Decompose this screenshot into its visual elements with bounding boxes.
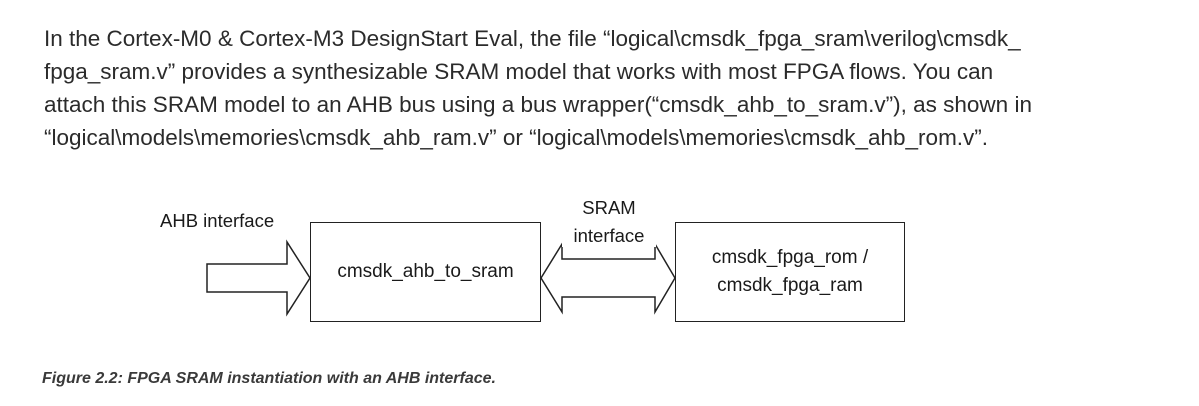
ahb-to-sram-box [310,222,541,322]
paragraph-line-4: “logical\models\memories\cmsdk_ahb_ram.v… [44,125,989,150]
fpga-ram-label: cmsdk_fpga_ram [717,275,863,296]
paragraph-line-3: attach this SRAM model to an AHB bus usi… [44,92,1032,117]
ahb-to-sram-label: cmsdk_ahb_to_sram [337,261,514,282]
intro-paragraph: In the Cortex-M0 & Cortex-M3 DesignStart… [44,22,1164,154]
figure-caption: Figure 2.2: FPGA SRAM instantiation with… [42,370,496,387]
sram-interface-double-arrow [540,241,676,315]
paragraph-line-1: In the Cortex-M0 & Cortex-M3 DesignStart… [44,26,1021,51]
interface-label: interface [562,225,656,247]
ahb-interface-label: AHB interface [160,210,275,231]
ahb-input-arrow [206,239,311,317]
fpga-memory-box [675,222,905,322]
paragraph-line-2: fpga_sram.v” provides a synthesizable SR… [44,59,994,84]
sram-label: SRAM [582,197,636,218]
fpga-rom-label: cmsdk_fpga_rom / [711,247,869,268]
